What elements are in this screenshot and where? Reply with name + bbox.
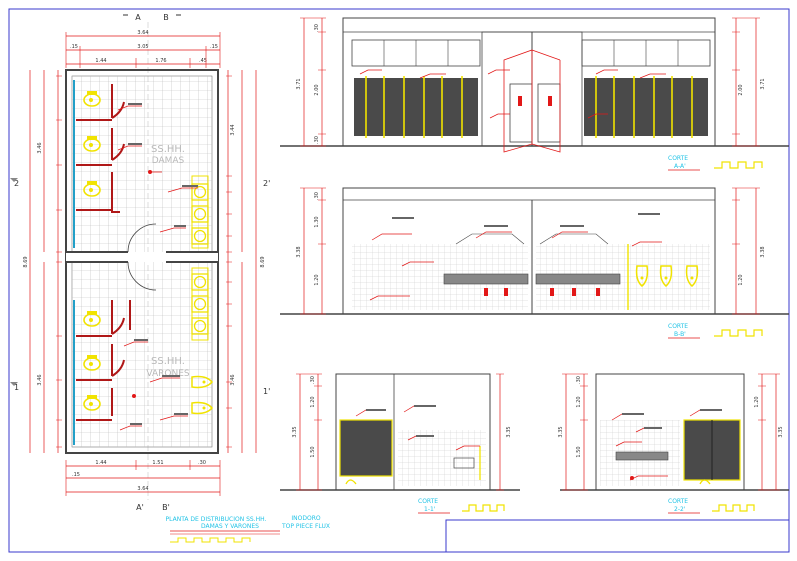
title-block xyxy=(445,519,790,553)
c22-dim-total-right: 3.35 xyxy=(778,426,784,437)
plan-title-line1: PLANTA DE DISTRIBUCION SS.HH. xyxy=(166,516,267,523)
upper-stalls xyxy=(76,84,125,213)
dim-right-upper: 3.44 xyxy=(230,124,236,135)
c22-dim-b-left: 1.20 xyxy=(576,396,582,407)
dim-b-top: 1.76 xyxy=(155,58,166,64)
bb-dim-a-left: .30 xyxy=(314,192,320,200)
dim-right-top: .15 xyxy=(210,44,218,50)
aa-dim-c-left: .30 xyxy=(314,136,320,144)
axis-label-left-1: 1 xyxy=(14,383,19,392)
room-upper-name: DAMAS xyxy=(152,156,185,166)
aa-section-label: CORTE xyxy=(668,155,688,162)
section-22: 3.35 .30 1.20 1.50 3.35 1.20 CORTE 2-2' xyxy=(558,373,789,514)
c11-dim-total-right: 3.35 xyxy=(506,426,512,437)
c11-section-label: CORTE xyxy=(418,498,438,505)
bb-dim-c-right: 1.20 xyxy=(738,274,744,285)
dim-right-total: 8.69 xyxy=(260,256,266,267)
axis-label-top-b: B xyxy=(163,13,169,22)
plan-note-line2: TOP PIECE FLUX xyxy=(281,523,330,530)
room-upper-title: SS.HH. xyxy=(151,144,185,155)
aa-dim-a-left: .30 xyxy=(314,24,320,32)
aa-door-left xyxy=(509,83,533,143)
dim-left-top: .15 xyxy=(70,44,78,50)
axis-label-right-1: 1' xyxy=(263,387,270,396)
bb-section-id: B-B' xyxy=(674,331,686,338)
c11-dim-a-left: .30 xyxy=(310,376,316,384)
plan-bottom-dimensions: 1.44 1.51 .30 .15 3.64 xyxy=(65,460,221,496)
section-11: 3.35 .30 1.20 1.50 3.35 CORTE 1-1' xyxy=(280,373,520,514)
aa-dim-b-right: 2.00 xyxy=(738,84,744,95)
bb-dim-total-left: 3.38 xyxy=(296,246,302,257)
c22-dim-b-right: 1.20 xyxy=(754,396,760,407)
c11-scale-bar xyxy=(462,504,505,512)
dim-mid-top: 3.05 xyxy=(137,44,148,50)
axis-label-right-2: 2' xyxy=(263,179,270,188)
bb-dim-total-right: 3.38 xyxy=(760,246,766,257)
dim-a-top: 1.44 xyxy=(95,58,106,64)
aa-scale-bar xyxy=(714,161,763,169)
dim-right-lower: 3.46 xyxy=(230,374,236,385)
dim-total-top: 3.64 xyxy=(137,30,148,36)
c22-dim-a-left: .30 xyxy=(576,376,582,384)
c22-dim-c-left: 1.50 xyxy=(576,446,582,457)
bb-dim-c-left: 1.20 xyxy=(314,274,320,285)
plan-title-line2: DAMAS Y VARONES xyxy=(201,523,259,530)
axis-label-bottom-b: B' xyxy=(162,503,170,512)
axis-label-left-2: 2 xyxy=(14,179,19,188)
axis-label-bottom-a: A' xyxy=(136,503,144,512)
dim-bottom-d: .15 xyxy=(72,472,80,478)
aa-door-right xyxy=(537,83,561,143)
c11-stall-panel xyxy=(339,419,393,477)
c22-dim-total-left: 3.35 xyxy=(558,426,564,437)
c22-scale-bar xyxy=(712,504,755,512)
aa-dim-b-left: 2.00 xyxy=(314,84,320,95)
plan-left-dimensions: 8.69 3.46 3.46 xyxy=(23,70,62,453)
c11-dim-c-left: 1.50 xyxy=(310,446,316,457)
plan-top-dimensions: 3.64 .15 3.05 .15 1.44 1.76 .45 xyxy=(65,30,221,68)
dim-bottom-a: 1.44 xyxy=(95,460,106,466)
bb-section-label: CORTE xyxy=(668,323,688,330)
bb-scale-bar xyxy=(714,329,763,337)
bb-counter-left xyxy=(443,273,529,285)
aa-dim-total-right: 3.71 xyxy=(760,78,766,89)
floor-plan: A B 3.64 .15 3.05 .15 1.44 1.76 .45 xyxy=(10,13,330,543)
dim-left-lower: 3.46 xyxy=(37,374,43,385)
lower-stalls xyxy=(76,300,131,421)
c22-section-label: CORTE xyxy=(668,498,688,505)
aa-stalls-left xyxy=(354,78,478,136)
dim-bottom-b: 1.51 xyxy=(152,460,163,466)
aa-section-id: A-A' xyxy=(674,163,686,170)
section-aa: 3.71 .30 2.00 .30 3.71 2.00 CORTE A-A' xyxy=(280,17,789,171)
sheet-border xyxy=(8,8,790,553)
plan-scale-bar xyxy=(170,537,251,543)
bb-counter-right xyxy=(535,273,621,285)
aa-dim-total-left: 3.71 xyxy=(296,78,302,89)
dim-bottom-c: .30 xyxy=(198,460,206,466)
c22-section-id: 2-2' xyxy=(674,506,686,513)
plan-note-line1: INODORO xyxy=(291,515,320,522)
bb-dim-b-left: 1.30 xyxy=(314,216,320,227)
dim-total-bottom: 3.64 xyxy=(137,486,148,492)
c11-dim-b-left: 1.20 xyxy=(310,396,316,407)
axis-label-top-a: A xyxy=(135,13,141,22)
dim-left-total: 8.69 xyxy=(23,256,29,267)
aa-stalls-right xyxy=(584,78,708,136)
dim-c-top: .45 xyxy=(199,58,207,64)
lower-room-floor-tile xyxy=(72,262,212,447)
c11-dim-total-left: 3.35 xyxy=(292,426,298,437)
room-lower-title: SS.HH. xyxy=(151,356,185,367)
section-bb: 3.38 .30 1.30 1.20 3.38 1.20 CORTE B-B' xyxy=(280,187,789,339)
plan-right-dimensions: 8.69 3.44 3.46 xyxy=(226,70,266,453)
room-lower-name: VARONES xyxy=(146,369,189,379)
c11-section-id: 1-1' xyxy=(424,506,436,513)
dim-left-upper: 3.46 xyxy=(37,142,43,153)
